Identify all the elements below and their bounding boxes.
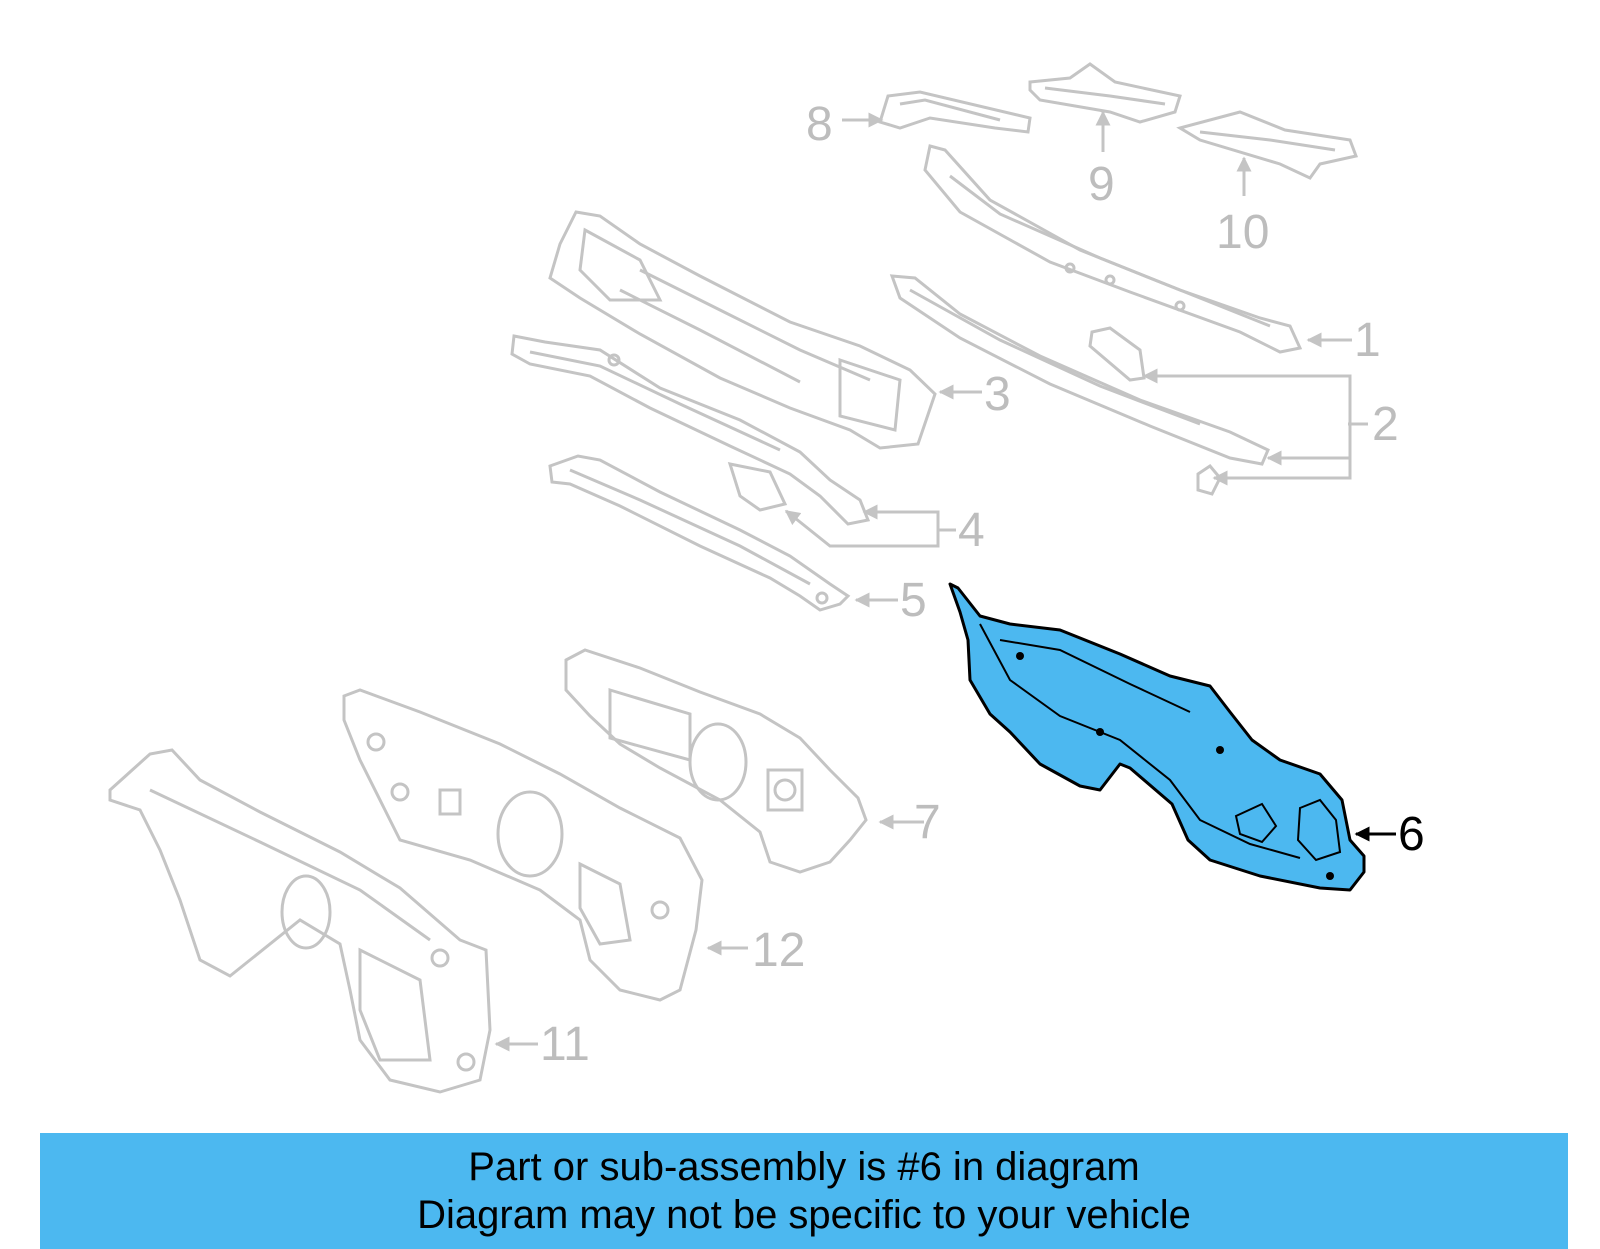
callout-12: 12 [752, 924, 805, 977]
part-2-cowl-panel [889, 274, 1270, 496]
part-4-cowl-side [510, 334, 871, 526]
callout-5: 5 [900, 574, 927, 627]
part-9-panel [1028, 62, 1182, 124]
part-8-bracket [878, 90, 1032, 134]
callout-4: 4 [958, 504, 985, 557]
part-3-cowl-assembly [548, 210, 937, 450]
caption-background [40, 1133, 1568, 1249]
callout-10: 10 [1216, 206, 1269, 259]
part-11-dash-panel [108, 748, 492, 1094]
callout-2: 2 [1372, 398, 1399, 451]
caption-line-1: Part or sub-assembly is #6 in diagram [468, 1145, 1140, 1189]
part-1-cowl-top [923, 144, 1303, 354]
caption-bar: Part or sub-assembly is #6 in diagram Di… [40, 1133, 1568, 1249]
callout-6: 6 [1398, 808, 1425, 861]
part-7-dash-panel [564, 648, 868, 874]
callout-7: 7 [914, 796, 941, 849]
callout-11: 11 [540, 1018, 590, 1071]
part-12-dash-insulator [342, 688, 704, 1002]
leader-lines [494, 110, 1368, 1052]
callout-3: 3 [984, 368, 1011, 421]
callout-8: 8 [806, 98, 833, 151]
callout-1: 1 [1354, 314, 1381, 367]
part-6-dash-insulator-highlighted [948, 582, 1366, 892]
part-10-panel [1176, 110, 1359, 180]
callout-9: 9 [1088, 158, 1115, 211]
part-5-cowl-rail [548, 454, 851, 612]
caption-line-2: Diagram may not be specific to your vehi… [417, 1193, 1191, 1237]
